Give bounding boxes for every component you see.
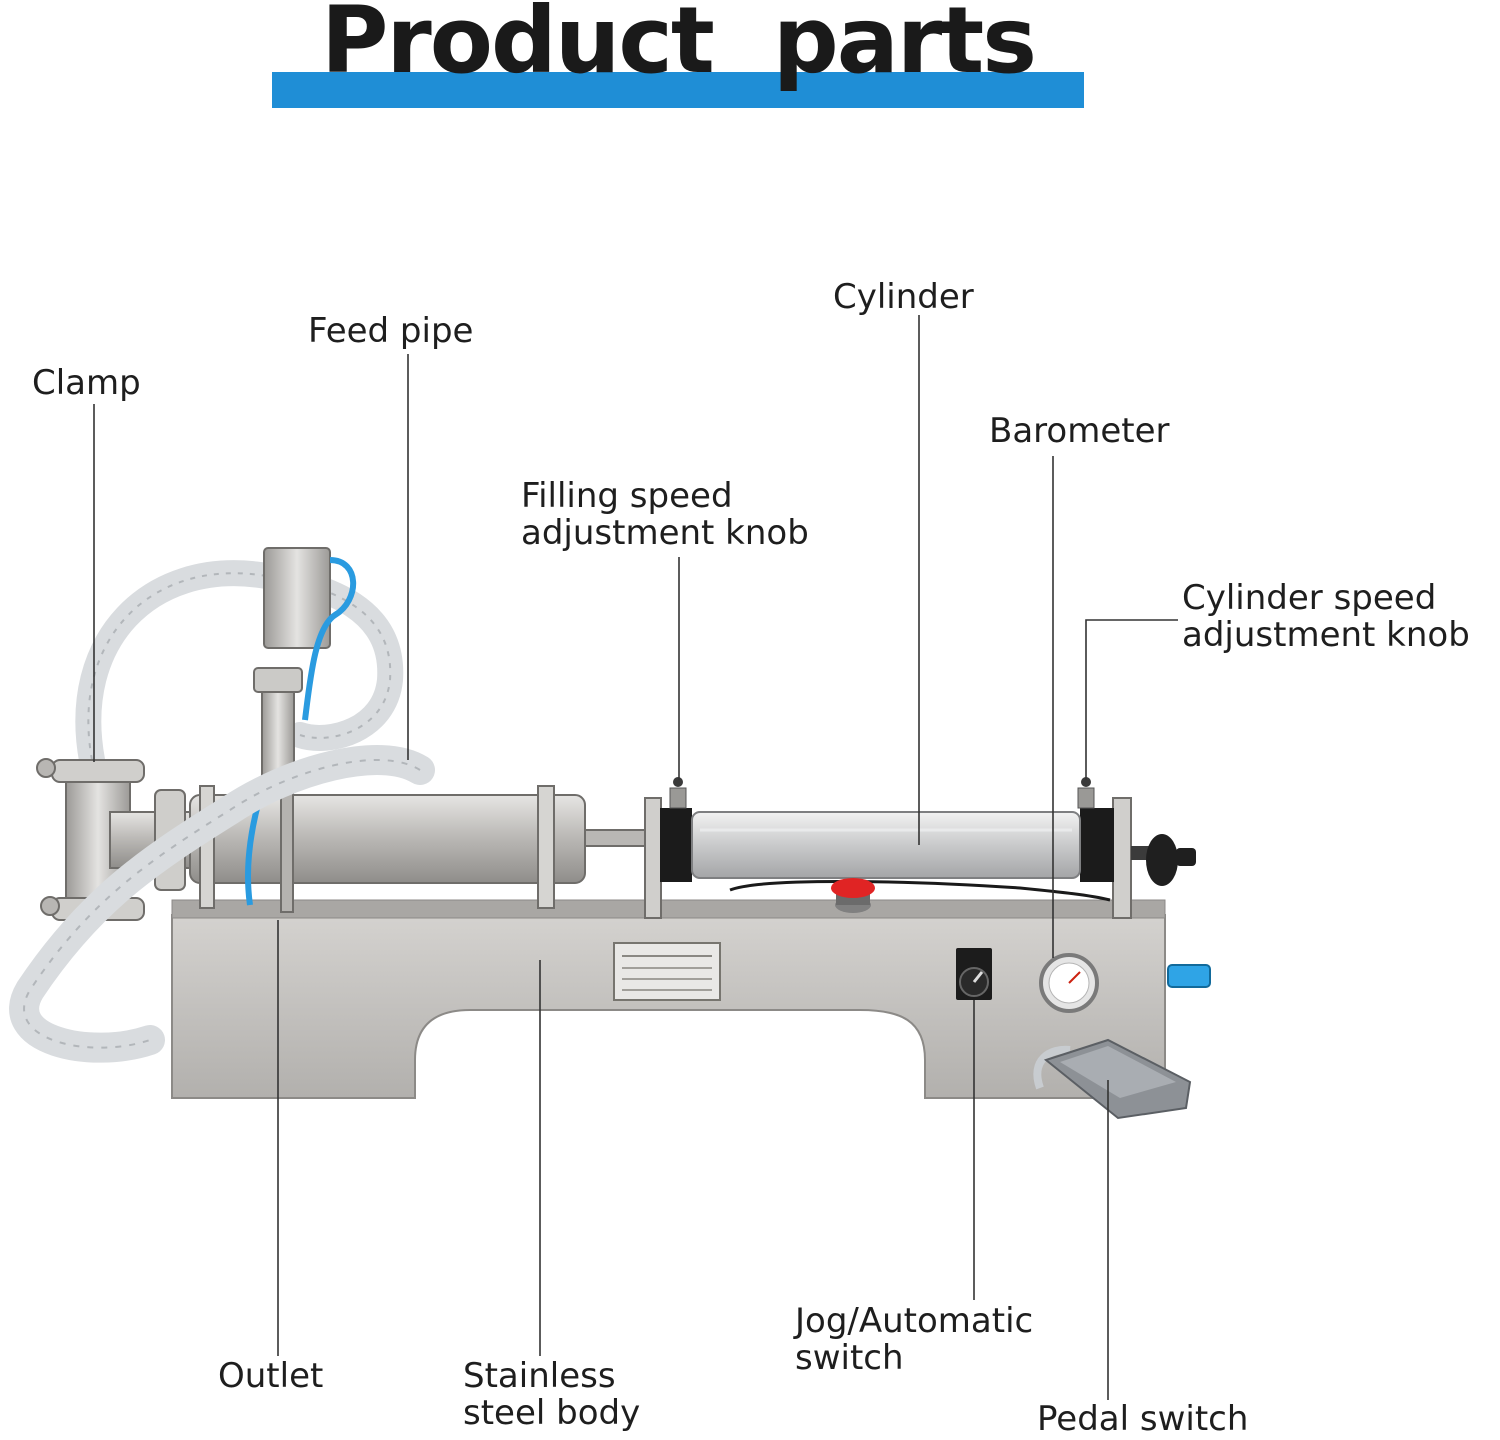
label-stainless-body: Stainless steel body: [463, 1356, 641, 1433]
leader-cylinder-speed-knob: [1085, 619, 1178, 780]
title-banner: Product parts: [272, 0, 1084, 110]
stainless-body-shape: [171, 914, 1166, 1099]
label-jog-switch: Jog/Automatic switch: [795, 1301, 1034, 1378]
air-cylinder-shape: [691, 811, 1081, 879]
title-underline-bar: [272, 72, 1084, 108]
label-cylinder-speed-knob: Cylinder speed adjustment knob: [1182, 578, 1470, 655]
label-filling-speed-knob: Filling speed adjustment knob: [521, 476, 809, 553]
label-feed-pipe: Feed pipe: [308, 311, 474, 351]
label-cylinder: Cylinder: [833, 277, 974, 317]
feed-hose-front: [9, 745, 435, 1063]
label-pedal-switch: Pedal switch: [1037, 1399, 1249, 1439]
label-clamp: Clamp: [32, 363, 141, 403]
machine-illustration: [9, 547, 1211, 1120]
label-outlet: Outlet: [218, 1356, 324, 1396]
nameplate: [613, 942, 721, 1001]
page-title: Product parts: [321, 0, 1037, 94]
label-barometer: Barometer: [989, 411, 1170, 451]
leader-lines: [93, 315, 1178, 1400]
